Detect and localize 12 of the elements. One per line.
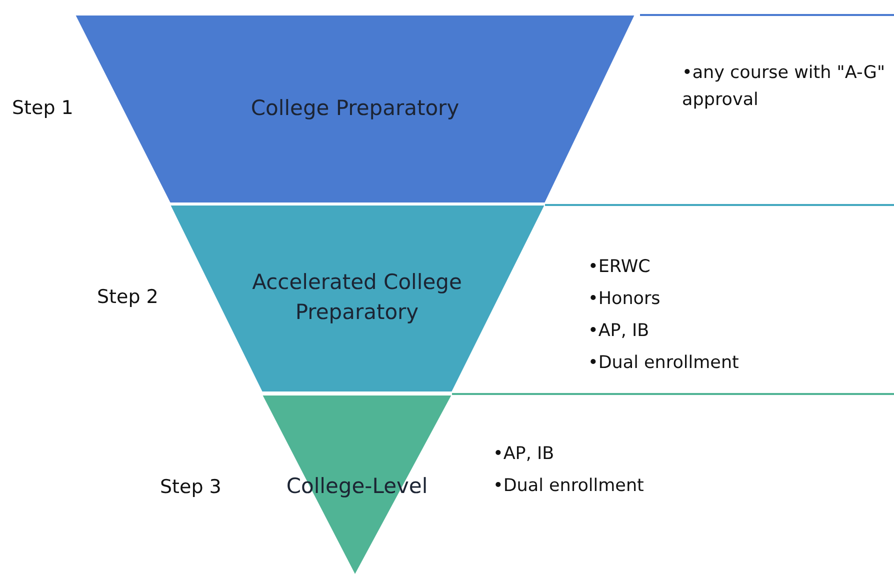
bullet-item: •AP, IB <box>493 443 556 466</box>
step-label: Step 1 <box>12 97 74 119</box>
bullet-item: •ERWC <box>588 256 652 279</box>
band-title: Accelerated College Preparatory <box>251 269 463 326</box>
bullet-item: •Dual enrollment <box>493 475 644 498</box>
bullet-item: •AP, IB <box>588 320 650 343</box>
step-label: Step 3 <box>160 476 222 498</box>
step-label: Step 2 <box>97 286 158 308</box>
bullet-item: •Dual enrollment <box>588 352 739 375</box>
bullet-item: •Honors <box>588 288 662 311</box>
bullet-item: •any course with "A-G" approval <box>682 62 886 112</box>
band-title: College Preparatory <box>250 95 460 122</box>
